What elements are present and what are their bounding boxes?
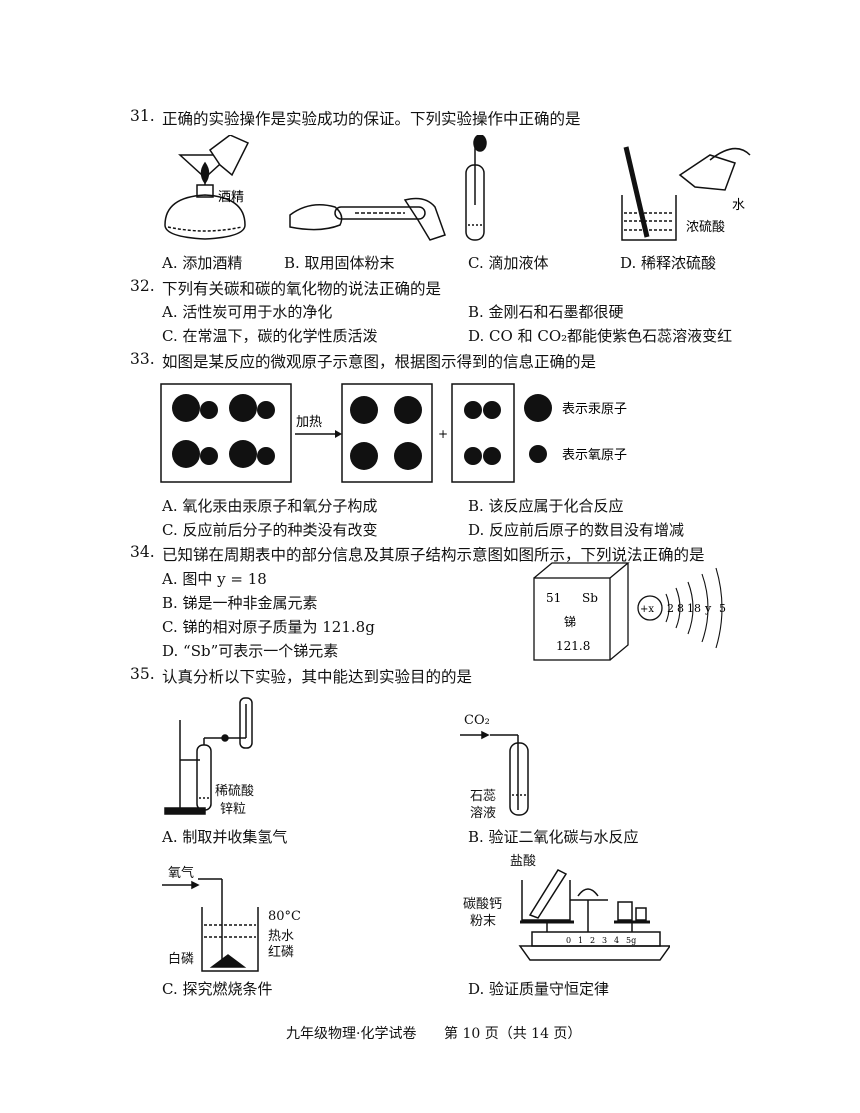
product-box-hg xyxy=(341,383,433,483)
element-symbol: Sb xyxy=(582,591,598,605)
q31-label-alcohol: 酒精 xyxy=(218,190,244,205)
test-tube-powder-figure xyxy=(289,197,446,241)
tick-1: 1 xyxy=(578,936,583,945)
q34-element-figure: 51 Sb 锑 121.8 +x 2 8 18 y 5 xyxy=(533,562,726,661)
q35-figure-a xyxy=(164,697,253,815)
footer-page: 第 10 页（共 14 页） xyxy=(444,1026,582,1042)
shell-5: 5 xyxy=(719,602,726,615)
q32-option-d[interactable]: D. CO 和 CO₂都能使紫色石蕊溶液变红 xyxy=(468,327,733,345)
q33-reaction-diagram: 加热 + 表示汞原子 表示氧原子 xyxy=(160,383,627,483)
q35-b-co2: CO₂ xyxy=(464,713,490,728)
q33-arrow-label: 加热 xyxy=(296,415,322,430)
shell-2: 8 xyxy=(677,602,684,615)
q35-c-oxygen: 氧气 xyxy=(168,866,195,881)
q34-option-c[interactable]: C. 锑的相对原子质量为 121.8g xyxy=(162,618,375,636)
reactant-molecules xyxy=(172,394,275,468)
element-name: 锑 xyxy=(564,615,576,629)
q35-d-label-2: 粉末 xyxy=(470,914,497,929)
q35-number: 35. xyxy=(130,665,155,683)
q33-option-a[interactable]: A. 氧化汞由汞原子和氧分子构成 xyxy=(162,497,378,515)
q34-stem: 已知锑在周期表中的部分信息及其原子结构示意图如图所示，下列说法正确的是 xyxy=(162,546,705,564)
q35-c-red-p: 红磷 xyxy=(268,945,295,960)
q32-option-a[interactable]: A. 活性炭可用于水的净化 xyxy=(162,303,333,321)
q35-figure-d: 0 1 2 3 4 5g xyxy=(518,869,670,961)
tick-3: 3 xyxy=(602,936,607,945)
electron-shells xyxy=(665,567,723,649)
tick-4: 4 xyxy=(614,936,619,945)
q33-number: 33. xyxy=(130,350,155,368)
q35-d-label-1: 碳酸钙 xyxy=(463,897,503,912)
q35-figure-b xyxy=(460,730,529,816)
shell-3: 18 xyxy=(687,602,701,615)
dilute-acid-figure xyxy=(621,146,751,241)
q32-number: 32. xyxy=(130,277,155,295)
q33-legend-hg: 表示汞原子 xyxy=(562,402,627,417)
q31-label-acid: 浓硫酸 xyxy=(686,220,725,235)
tick-0: 0 xyxy=(566,936,571,945)
q32-option-c[interactable]: C. 在常温下，碳的化学性质活泼 xyxy=(162,327,378,345)
product-box-o2 xyxy=(451,383,515,483)
q31-option-b[interactable]: B. 取用固体粉末 xyxy=(284,254,395,272)
q35-caption-b[interactable]: B. 验证二氧化碳与水反应 xyxy=(468,828,639,846)
q35-c-hot-water: 热水 xyxy=(268,929,295,944)
q35-c-temp: 80°C xyxy=(268,909,301,924)
q34-number: 34. xyxy=(130,543,155,561)
q32-stem: 下列有关碳和碳的氧化物的说法正确的是 xyxy=(162,280,442,298)
nucleus-circle xyxy=(637,595,663,621)
q31-option-c[interactable]: C. 滴加液体 xyxy=(468,254,549,272)
q35-stem: 认真分析以下实验，其中能达到实验目的的是 xyxy=(162,668,473,686)
q35-a-label-zinc: 锌粒 xyxy=(220,802,247,817)
q33-option-c[interactable]: C. 反应前后分子的种类没有改变 xyxy=(162,521,378,539)
nucleus-charge: +x xyxy=(640,604,654,615)
element-number: 51 xyxy=(546,591,561,605)
tick-2: 2 xyxy=(590,936,595,945)
shell-1: 2 xyxy=(667,602,674,615)
q31-option-a[interactable]: A. 添加酒精 xyxy=(162,254,243,272)
q35-b-label-1: 石蕊 xyxy=(470,789,497,804)
q35-caption-c[interactable]: C. 探究燃烧条件 xyxy=(162,980,273,998)
element-mass: 121.8 xyxy=(556,639,590,653)
alcohol-lamp-figure xyxy=(164,135,250,240)
q33-option-b[interactable]: B. 该反应属于化合反应 xyxy=(468,497,624,515)
q31-label-water: 水 xyxy=(732,198,745,213)
q35-c-white-p: 白磷 xyxy=(168,952,195,967)
q33-option-d[interactable]: D. 反应前后原子的数目没有增减 xyxy=(468,521,685,539)
element-cube xyxy=(533,562,630,661)
q33-legend-o: 表示氧原子 xyxy=(562,448,627,463)
q31-number: 31. xyxy=(130,107,155,125)
q35-figure-c xyxy=(162,878,259,972)
shell-4: y xyxy=(704,602,712,615)
q35-d-acid: 盐酸 xyxy=(510,854,537,869)
dropper-figure xyxy=(465,135,487,241)
q34-option-b[interactable]: B. 锑是一种非金属元素 xyxy=(162,594,318,612)
footer-subject: 九年级物理·化学试卷 xyxy=(286,1026,417,1042)
q35-caption-a[interactable]: A. 制取并收集氢气 xyxy=(162,828,288,846)
q31-option-d[interactable]: D. 稀释浓硫酸 xyxy=(620,254,717,272)
legend-o-atom xyxy=(529,445,547,463)
q35-b-label-2: 溶液 xyxy=(470,806,497,821)
reactant-box xyxy=(160,383,292,483)
tick-5: 5g xyxy=(626,936,636,945)
q31-figures: 酒精 水 浓硫酸 xyxy=(164,135,751,241)
q33-stem: 如图是某反应的微观原子示意图，根据图示得到的信息正确的是 xyxy=(162,353,597,371)
q31-stem: 正确的实验操作是实验成功的保证。下列实验操作中正确的是 xyxy=(162,110,581,128)
q34-option-d[interactable]: D. “Sb”可表示一个锑元素 xyxy=(162,642,339,660)
q35-a-label-acid: 稀硫酸 xyxy=(215,784,255,799)
q32-option-b[interactable]: B. 金刚石和石墨都很硬 xyxy=(468,303,624,321)
q33-plus: + xyxy=(438,427,448,441)
legend-hg-atom xyxy=(524,394,552,422)
q35-caption-d[interactable]: D. 验证质量守恒定律 xyxy=(468,980,610,998)
q34-option-a[interactable]: A. 图中 y = 18 xyxy=(162,570,267,588)
